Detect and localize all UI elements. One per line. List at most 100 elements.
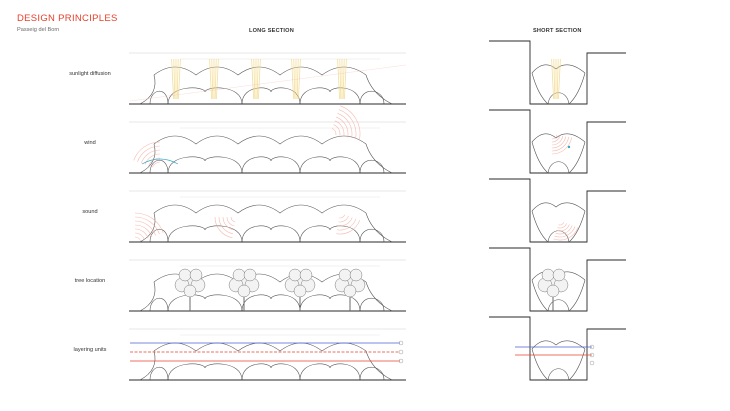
street-section-outline — [489, 40, 626, 105]
row-layers-short — [489, 316, 626, 381]
tree-crown — [338, 268, 352, 282]
short-canopy-arch — [547, 368, 570, 381]
short-canopy-top — [531, 133, 586, 143]
short-canopy-sides — [531, 210, 586, 243]
tree-crown — [293, 284, 307, 298]
short-canopy-sides — [531, 141, 586, 174]
canopy-edge — [139, 281, 156, 312]
sound-wave — [226, 216, 235, 227]
wind-wave — [144, 153, 161, 165]
canopy-arch — [299, 363, 361, 381]
tree-crown — [178, 268, 192, 282]
sun-ray — [293, 58, 296, 100]
layer-unit-marker — [398, 358, 404, 364]
canopy-edge — [365, 281, 393, 312]
canopy-top — [153, 204, 367, 214]
sound-wave — [338, 215, 349, 223]
row-trees-long — [129, 259, 406, 312]
canopy-arch — [241, 363, 301, 381]
short-canopy-sides — [531, 72, 586, 105]
canopy-arch — [241, 156, 301, 174]
wind-wave — [333, 124, 341, 136]
street-section-outline — [489, 247, 626, 312]
canopy-edge — [365, 212, 393, 243]
canopy-arch — [241, 294, 301, 312]
wind-wave — [551, 136, 567, 149]
row-sunlight-long — [129, 52, 407, 105]
short-canopy-sides — [531, 279, 586, 312]
row-label-layers: layering units — [73, 347, 107, 353]
canopy-edge — [139, 143, 156, 174]
sound-wave — [134, 232, 145, 240]
sun-ray — [553, 58, 556, 100]
layer-unit-marker — [589, 344, 595, 350]
tree-crown — [189, 268, 203, 282]
sound-wave — [230, 216, 236, 223]
layer-unit-marker — [398, 349, 404, 355]
tree-crown — [288, 268, 302, 282]
short-canopy-arch — [547, 161, 570, 174]
sound-wave — [214, 216, 233, 238]
sun-ray — [211, 58, 214, 100]
canopy-arch — [149, 159, 169, 174]
wind-wave — [140, 149, 161, 164]
canopy-arch — [299, 294, 361, 312]
tree-crown — [237, 284, 251, 298]
canopy-arch — [359, 90, 385, 105]
canopy-top — [153, 135, 367, 145]
wind-wave — [551, 137, 572, 155]
sound-wave — [134, 220, 156, 236]
sound-wave — [556, 224, 570, 232]
sound-wave — [134, 236, 141, 242]
sound-wave — [218, 216, 234, 235]
sun-ray — [339, 58, 342, 100]
tree-crown — [243, 268, 257, 282]
canopy-arch — [149, 90, 169, 105]
long-section-heading: LONG SECTION — [249, 28, 294, 34]
row-label-wind: wind — [84, 140, 96, 146]
tree-crown — [546, 284, 560, 298]
sound-wave — [134, 216, 160, 235]
canopy-arch — [359, 159, 385, 174]
sun-ray — [258, 58, 261, 100]
page-subtitle: Passeig del Born — [17, 27, 60, 33]
sun-ray — [344, 58, 347, 100]
sun-ray — [171, 58, 174, 100]
wind-wave — [551, 136, 570, 152]
row-wind-short — [489, 109, 626, 174]
wind-wave — [336, 116, 349, 138]
sound-wave — [557, 223, 567, 229]
wind-wave — [137, 145, 161, 162]
canopy-arch — [359, 228, 385, 243]
canopy-edge — [365, 143, 393, 174]
wind-wave — [148, 157, 161, 167]
row-sound-long — [129, 190, 406, 243]
canopy-top — [153, 66, 367, 76]
short-canopy-arch — [547, 299, 570, 312]
row-label-sunlight: sunlight diffusion — [69, 71, 111, 77]
sun-ray — [337, 58, 340, 100]
short-canopy-top — [531, 202, 586, 212]
layer-unit-marker — [589, 352, 595, 358]
sound-wave — [555, 225, 573, 235]
canopy-arch — [299, 225, 361, 243]
street-section-outline — [489, 178, 626, 243]
sun-ray — [342, 58, 345, 100]
short-canopy-top — [531, 64, 586, 74]
short-section-heading: SHORT SECTION — [533, 28, 582, 34]
canopy-edge — [365, 350, 393, 381]
sun-ray — [178, 58, 181, 100]
canopy-arch — [167, 363, 243, 381]
sound-wave — [336, 218, 357, 231]
canopy-arch — [359, 297, 385, 312]
canopy-edge — [139, 350, 156, 381]
sound-wave — [553, 227, 579, 241]
row-sunlight-short — [489, 40, 626, 105]
row-layers-long — [129, 328, 406, 381]
canopy-arch — [299, 156, 361, 174]
wind-wave — [334, 120, 345, 137]
canopy-arch — [167, 156, 243, 174]
canopy-arch — [149, 228, 169, 243]
short-canopy-top — [531, 340, 586, 350]
wind-wave — [133, 141, 161, 161]
